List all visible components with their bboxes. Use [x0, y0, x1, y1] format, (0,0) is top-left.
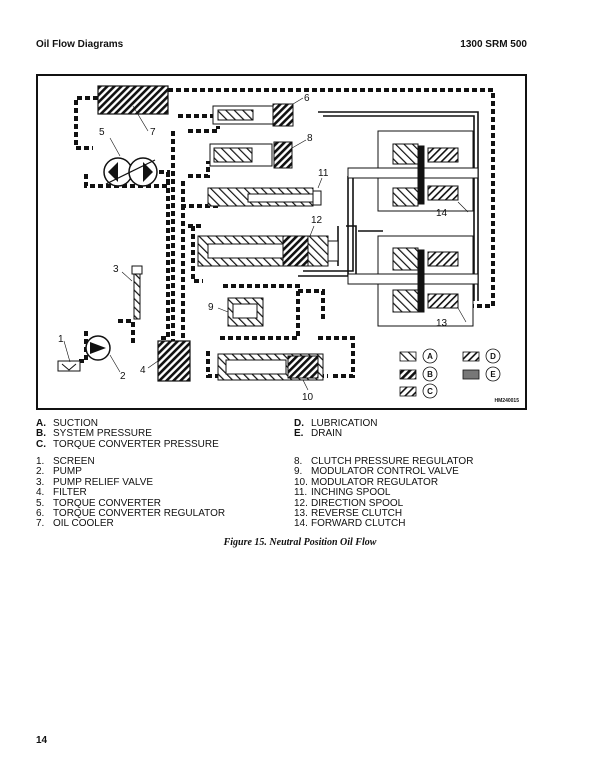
callouts: 7 5 6 8 11 12 3 9 1 2 4 10 13 1 [58, 93, 469, 403]
list-item: 5.TORQUE CONVERTER [36, 497, 161, 509]
parts-list-left: 1.SCREEN 2.PUMP 3.PUMP RELIEF VALVE 4.FI… [36, 456, 226, 530]
list-item: 11.INCHING SPOOL [294, 487, 391, 499]
callout-12: 12 [311, 215, 323, 226]
callout-7: 7 [150, 127, 156, 138]
legend-item: A.SUCTION [36, 418, 98, 429]
callout-6: 6 [304, 93, 310, 104]
valve-bodies [197, 103, 339, 381]
pressure-legend-symbols: A B C D E [399, 348, 501, 399]
legend-item: C.TORQUE CONVERTER PRESSURE [36, 438, 219, 450]
callout-4: 4 [140, 365, 146, 376]
clutch-packs [347, 130, 479, 327]
list-item: 12.DIRECTION SPOOL [294, 497, 404, 509]
callout-11: 11 [318, 168, 329, 179]
callout-8: 8 [307, 133, 313, 144]
oil-flow-diagram: 7 5 6 8 11 12 3 9 1 2 4 10 13 1 [36, 74, 527, 410]
page-number: 14 [36, 735, 48, 746]
list-item: 2.PUMP [36, 466, 82, 478]
torque-converter-symbol [103, 157, 158, 187]
callout-5: 5 [99, 127, 105, 138]
figure-caption: Figure 15. Neutral Position Oil Flow [223, 537, 377, 548]
list-item: 3.PUMP RELIEF VALVE [36, 476, 154, 488]
list-item: 7.OIL COOLER [36, 518, 114, 530]
list-item: 6.TORQUE CONVERTER REGULATOR [36, 508, 226, 520]
legend-symbol-c: C [427, 387, 433, 396]
pressure-legend-left: A.SUCTION B.SYSTEM PRESSURE C.TORQUE CON… [36, 418, 219, 450]
callout-2: 2 [120, 371, 126, 382]
callout-13: 13 [436, 318, 448, 329]
legend-symbol-e: E [490, 370, 496, 379]
relief-valve [131, 265, 143, 320]
section-title: Oil Flow Diagrams [36, 39, 124, 50]
legend-item: B.SYSTEM PRESSURE [36, 428, 152, 440]
legend-symbol-a: A [427, 352, 433, 361]
callout-1: 1 [58, 334, 64, 345]
filter [157, 340, 191, 382]
callout-3: 3 [113, 264, 119, 275]
list-item: 14.FORWARD CLUTCH [294, 518, 406, 530]
pressure-legend-right: D.LUBRICATION E.DRAIN [294, 418, 378, 440]
pump-symbol [85, 335, 111, 361]
oil-cooler [97, 85, 169, 115]
callout-14: 14 [436, 208, 448, 219]
list-item: 13.REVERSE CLUTCH [294, 508, 403, 520]
callout-10: 10 [302, 392, 314, 403]
figure-code: HM240015 [494, 398, 519, 404]
parts-list-right: 8.CLUTCH PRESSURE REGULATOR 9.MODULATOR … [294, 456, 474, 530]
screen-symbol [57, 360, 81, 372]
legend-symbol-b: B [427, 370, 433, 379]
list-item: 10.MODULATOR REGULATOR [294, 476, 439, 488]
list-item: 4.FILTER [36, 487, 87, 499]
list-item: 9.MODULATOR CONTROL VALVE [294, 466, 459, 478]
callout-9: 9 [208, 302, 214, 313]
hydraulic-schematic: 7 5 6 8 11 12 3 9 1 2 4 10 13 1 [57, 85, 501, 403]
legend-symbol-d: D [490, 352, 496, 361]
list-item: 8.CLUTCH PRESSURE REGULATOR [294, 456, 474, 467]
legend-item: E.DRAIN [294, 428, 343, 440]
list-item: 1.SCREEN [36, 456, 95, 467]
legend-item: D.LUBRICATION [294, 418, 378, 429]
manual-code: 1300 SRM 500 [460, 39, 527, 50]
